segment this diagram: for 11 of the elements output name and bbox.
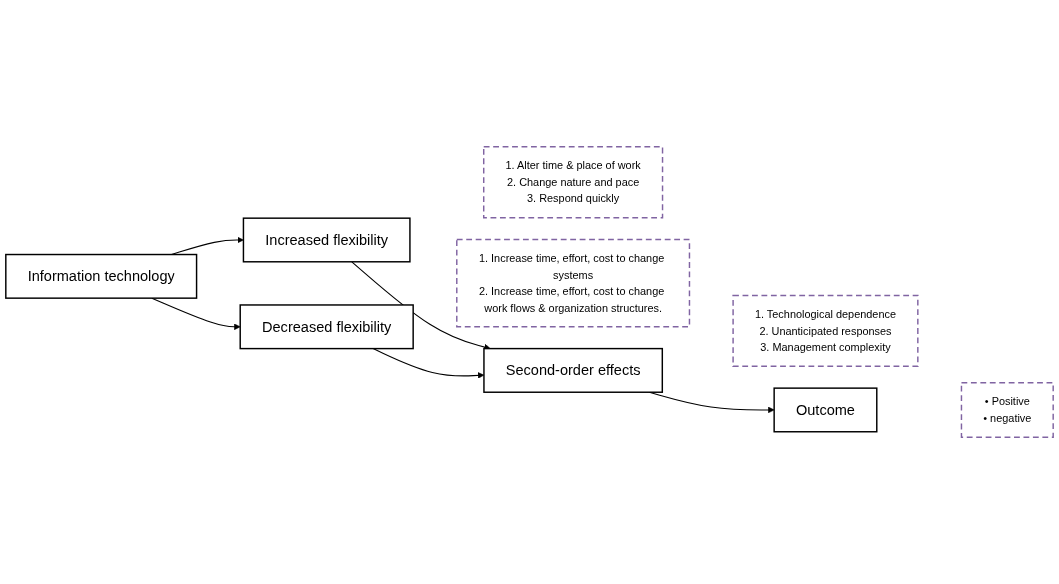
- node-box: Outcome: [773, 387, 878, 433]
- arrow: [351, 261, 491, 351]
- node-box: 1. Increase time, effort, cost to change systems 2. Increase time, effort, cost to change work flows & organization structures.: [456, 238, 691, 328]
- node-box: 1. Technological dependence 2. Unanticipated responses 3. Management complexity: [732, 294, 919, 368]
- node-box: Second-order effects: [483, 347, 664, 393]
- node-box: Information technology: [5, 253, 198, 299]
- node-box: Increased flexibility: [242, 217, 411, 263]
- arrow: [151, 297, 241, 330]
- node-box: • Positive • negative: [960, 381, 1054, 438]
- node-box: Decreased flexibility: [239, 304, 414, 350]
- node-box: 1. Alter time & place of work 2. Change nature and pace 3. Respond quickly: [483, 146, 664, 219]
